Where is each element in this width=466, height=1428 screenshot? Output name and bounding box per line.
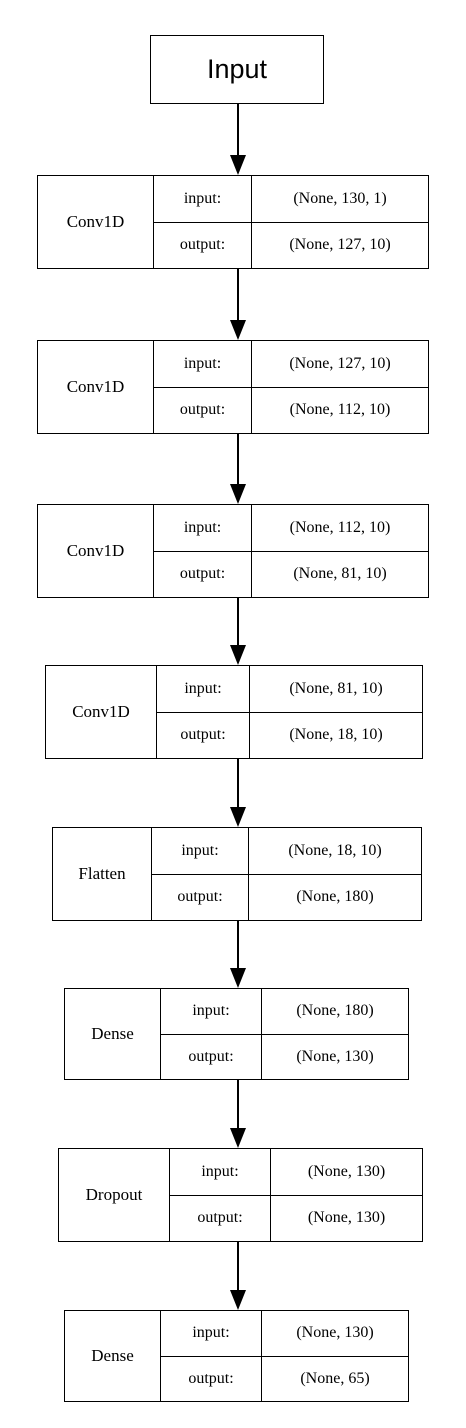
input-label: input:: [154, 176, 251, 223]
input-shape: (None, 180): [262, 989, 408, 1035]
io-value-column: (None, 130, 1) (None, 127, 10): [252, 176, 428, 268]
layer-name: Dropout: [59, 1149, 170, 1241]
input-node: Input: [150, 35, 324, 104]
output-shape: (None, 130): [307, 1209, 386, 1227]
arrow-down-icon: [230, 484, 246, 504]
output-shape: (None, 127, 10): [289, 236, 391, 254]
input-label: input:: [157, 666, 249, 713]
layer-name: Conv1D: [38, 505, 154, 597]
flow-arrow-line: [237, 269, 239, 322]
input-node-label: Input: [206, 54, 268, 84]
output-label: output:: [179, 236, 226, 254]
io-value-column: (None, 112, 10) (None, 81, 10): [252, 505, 428, 597]
arrow-down-icon: [230, 1128, 246, 1148]
flow-arrow-line: [237, 104, 239, 157]
io-label-column: input: output:: [161, 1311, 262, 1401]
io-value-column: (None, 18, 10) (None, 180): [249, 828, 421, 920]
output-shape: (None, 81, 10): [293, 565, 387, 583]
output-label: output:: [188, 1047, 234, 1065]
output-label: output:: [179, 401, 226, 419]
layer-name: Flatten: [53, 828, 152, 920]
io-value-column: (None, 130) (None, 65): [262, 1311, 408, 1401]
output-shape: (None, 18, 10): [289, 726, 383, 744]
flow-arrow-line: [237, 1080, 239, 1130]
flow-arrow-line: [237, 434, 239, 486]
arrow-down-icon: [230, 645, 246, 665]
input-label: input:: [154, 341, 251, 388]
output-label: output:: [188, 1369, 234, 1387]
output-label: output:: [179, 565, 226, 583]
io-label-column: input: output:: [161, 989, 262, 1079]
layer-name: Dense: [65, 989, 161, 1079]
input-label: input:: [170, 1149, 270, 1196]
io-value-column: (None, 180) (None, 130): [262, 989, 408, 1079]
flow-arrow-line: [237, 759, 239, 809]
io-value-column: (None, 130) (None, 130): [271, 1149, 422, 1241]
output-label: output:: [197, 1209, 243, 1227]
input-shape: (None, 81, 10): [250, 666, 422, 713]
layer-name: Conv1D: [38, 176, 154, 268]
input-shape: (None, 127, 10): [252, 341, 428, 388]
io-label-column: input: output:: [154, 176, 252, 268]
io-label-column: input: output:: [170, 1149, 271, 1241]
io-label-column: input: output:: [154, 505, 252, 597]
output-shape: (None, 65): [300, 1369, 370, 1387]
io-value-column: (None, 81, 10) (None, 18, 10): [250, 666, 422, 758]
input-shape: (None, 130): [262, 1311, 408, 1357]
arrow-down-icon: [230, 1290, 246, 1310]
input-label: input:: [161, 989, 261, 1035]
output-shape: (None, 130): [296, 1047, 374, 1065]
output-label: output:: [177, 888, 223, 906]
layer-name: Dense: [65, 1311, 161, 1401]
layer-name: Conv1D: [38, 341, 154, 433]
io-label-column: input: output:: [152, 828, 249, 920]
output-shape: (None, 180): [296, 888, 374, 906]
input-label: input:: [152, 828, 248, 875]
arrow-down-icon: [230, 807, 246, 827]
input-label: input:: [154, 505, 251, 552]
flow-arrow-line: [237, 1242, 239, 1292]
output-label: output:: [180, 726, 226, 744]
arrow-down-icon: [230, 968, 246, 988]
io-label-column: input: output:: [157, 666, 250, 758]
input-shape: (None, 112, 10): [252, 505, 428, 552]
arrow-down-icon: [230, 320, 246, 340]
io-label-column: input: output:: [154, 341, 252, 433]
output-shape: (None, 112, 10): [289, 401, 391, 419]
input-shape: (None, 18, 10): [249, 828, 421, 875]
flow-arrow-line: [237, 921, 239, 970]
input-shape: (None, 130, 1): [252, 176, 428, 223]
input-label: input:: [161, 1311, 261, 1357]
arrow-down-icon: [230, 155, 246, 175]
io-value-column: (None, 127, 10) (None, 112, 10): [252, 341, 428, 433]
flow-arrow-line: [237, 598, 239, 647]
input-shape: (None, 130): [271, 1149, 422, 1196]
layer-name: Conv1D: [46, 666, 157, 758]
